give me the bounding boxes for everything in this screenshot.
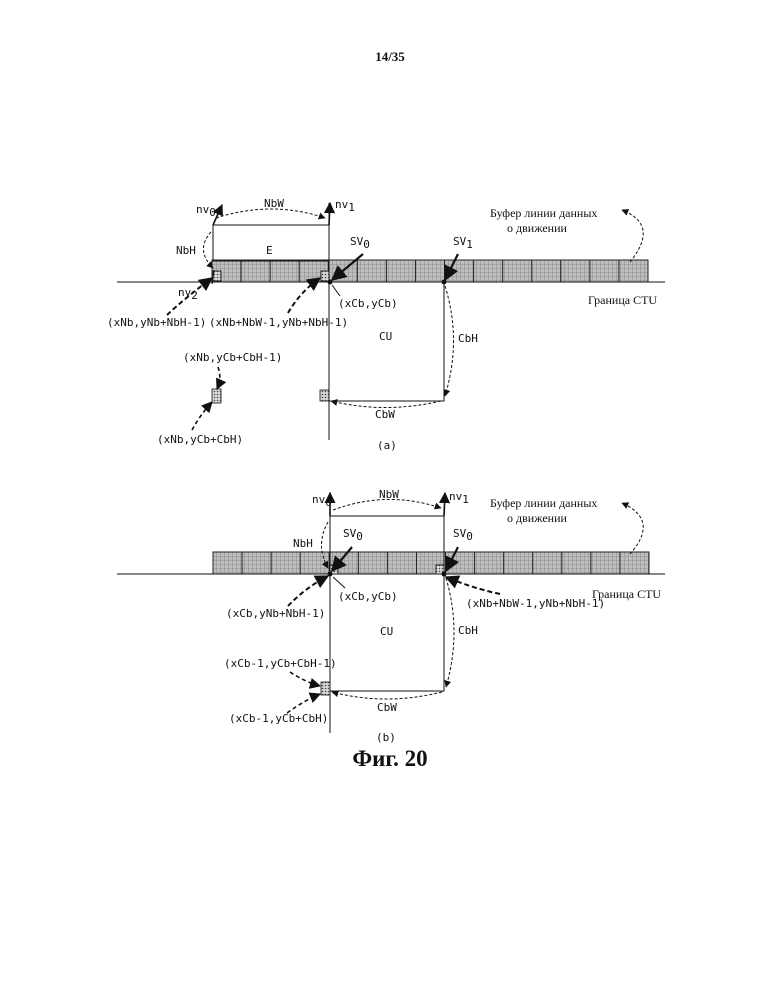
coord-cb1-label: (xCb-1,yCb+CbH-1): [224, 657, 337, 670]
coord-cb-pointer: [333, 577, 345, 588]
figure-caption: Фиг. 20: [0, 746, 780, 772]
sample-cell: [321, 271, 329, 281]
cu-label: CU: [380, 625, 393, 638]
nbw-curve: [216, 209, 325, 218]
sublabel-b: (b): [376, 731, 396, 744]
nv0-label: nv0: [312, 493, 332, 509]
coord-cb-label: (xCb,yCb): [338, 590, 398, 603]
buffer-label-line2: о движении: [507, 511, 567, 525]
nv1-label: nv1: [335, 198, 355, 214]
nv1-arrow: [444, 493, 445, 516]
sv1-label: SV1: [453, 235, 473, 251]
cu-label: CU: [379, 330, 392, 343]
sublabel-a: (a): [377, 439, 397, 452]
coord-cbh1-arrow: [217, 367, 220, 389]
sample-cell: [212, 389, 221, 403]
buffer-label-line2: о движении: [507, 221, 567, 235]
coord-cbnb-arrow: [288, 576, 328, 606]
cbw-label: CbW: [377, 701, 397, 714]
cbh-curve: [445, 286, 454, 396]
coord-cbh-arrow: [192, 402, 212, 430]
coord-cb-pointer: [332, 285, 340, 296]
sv0-label: SV0: [343, 527, 363, 543]
cbh-label: CbH: [458, 332, 478, 345]
buffer-curve: [622, 210, 643, 262]
coord-cbh1-label: (xNb,yCb+CbH-1): [183, 351, 282, 364]
cbw-label: CbW: [375, 408, 395, 421]
coord-cb1-arrow: [290, 672, 320, 686]
buffer-label-line1: Буфер линии данных: [490, 206, 597, 220]
ctu-boundary-label: Граница CTU: [588, 293, 657, 307]
coord-nbw-label: (xNb+NbW-1,yNb+NbH-1): [209, 316, 348, 329]
sv0-point: [328, 572, 333, 577]
nbh-label: NbH: [293, 537, 313, 550]
nbw-curve: [333, 499, 441, 510]
sv0-label: SV0: [350, 235, 370, 251]
cbh-curve: [446, 578, 454, 687]
nv1-label: nv1: [449, 490, 469, 506]
coord-nbw-arrow: [288, 278, 320, 313]
nbw-label: NbW: [264, 197, 284, 210]
coord-nbw-label: (xNb+NbW-1,yNb+NbH-1): [466, 597, 605, 610]
coord-cb2-label: (xCb-1,yCb+CbH): [229, 712, 328, 725]
nv1-arrow: [329, 203, 330, 225]
diagram-b: nv0 nv1 NbW NbH SV0 SV0 Буфер линии данн…: [117, 488, 665, 744]
buffer-curve: [622, 503, 643, 554]
coord-nbw-arrow: [446, 577, 500, 594]
coord-cbh-label: (xNb,yCb+CbH): [157, 433, 243, 446]
nbw-label: NbW: [379, 488, 399, 501]
sv0-point: [328, 280, 333, 285]
coord-cb-label: (xCb,yCb): [338, 297, 398, 310]
nv2-label: nv2: [178, 286, 198, 302]
motion-buffer-strip: [213, 552, 649, 574]
coord-cbnb-label: (xCb,yNb+NbH-1): [226, 607, 325, 620]
cbw-curve: [331, 401, 441, 408]
diagram-a: nv0 nv1 nv2 NbW NbH E SV0 SV1 Буфер лини…: [107, 197, 665, 452]
motion-buffer-strip: [212, 260, 648, 282]
nbh-label: NbH: [176, 244, 196, 257]
cbw-curve: [332, 692, 442, 699]
sv0-point-right: [442, 572, 447, 577]
buffer-label-line1: Буфер линии данных: [490, 496, 597, 510]
cbh-label: CbH: [458, 624, 478, 637]
coord-nb-label: (xNb,yNb+NbH-1): [107, 316, 206, 329]
sv0-right-label: SV0: [453, 527, 473, 543]
coord-cb2-arrow: [287, 694, 320, 713]
e-label: E: [266, 244, 273, 257]
sample-cell: [320, 390, 329, 401]
nv0-label: nv0: [196, 203, 216, 219]
sample-cell: [321, 682, 330, 695]
